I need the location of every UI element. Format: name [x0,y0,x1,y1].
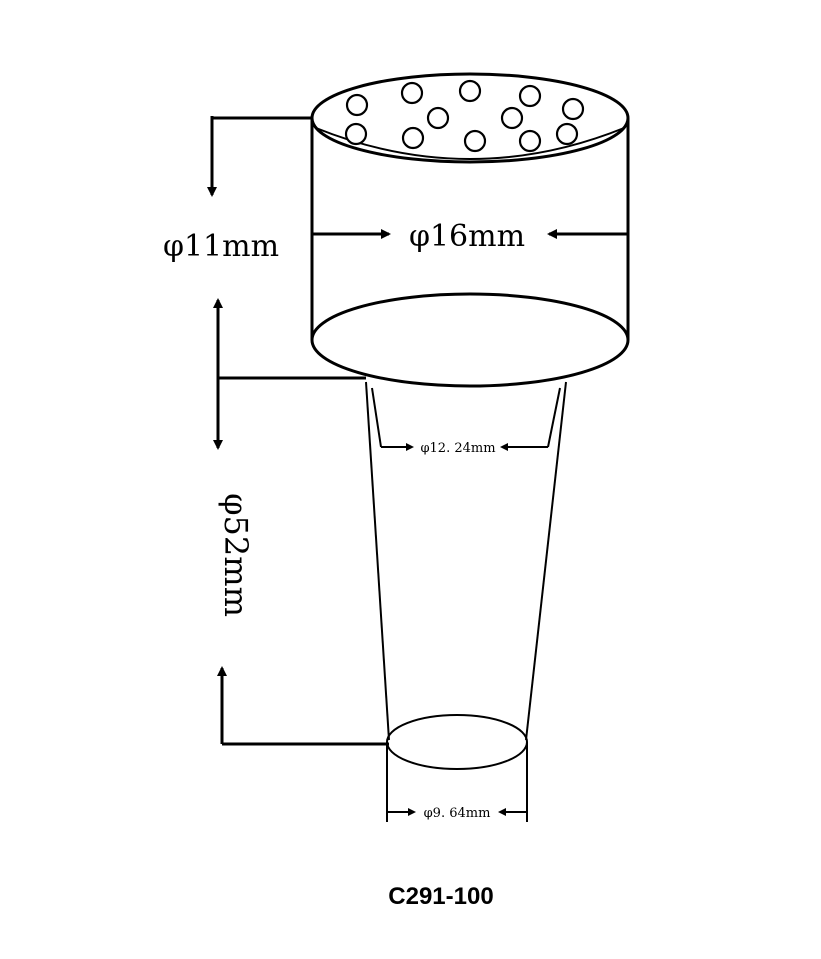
cap-perforation-holes [344,79,585,153]
perforation-hole [458,79,482,103]
perforation-hole [500,106,524,130]
handle-right-edge [525,381,567,741]
top-height-label: φ11mm [163,229,279,264]
perforation-hole [344,122,368,146]
perforation-hole [518,129,542,153]
neck-dimension-left-leader [371,387,382,448]
neck-diameter-label: φ12. 24mm [420,441,495,456]
top-cylinder [310,72,630,388]
neck-dimension-right-leader [547,387,561,448]
bottom-diameter-label: φ9. 64mm [424,806,491,821]
perforation-hole [555,122,579,146]
tapered-handle [365,381,567,822]
perforation-hole [426,106,450,130]
top-diameter-label: φ16mm [409,219,525,254]
top-height-dimension: φ11mm [163,116,366,380]
length-label: φ52mm [217,493,255,617]
perforation-hole [345,93,369,117]
neck-dimension: φ12. 24mm [371,387,561,456]
model-code: C291-100 [388,883,493,910]
top-diameter-dimension: φ16mm [312,219,628,254]
perforation-hole [463,129,487,153]
perforation-hole [561,97,585,121]
perforation-hole [400,81,424,105]
perforation-hole [518,84,542,108]
perforation-hole [401,126,425,150]
handle-bottom-ellipse [386,714,528,770]
handle-left-edge [365,381,390,741]
bottom-diameter-dimension: φ9. 64mm [387,806,527,821]
top-cylinder-bottom-ellipse [310,292,630,388]
length-dimension: φ52mm [213,378,389,746]
